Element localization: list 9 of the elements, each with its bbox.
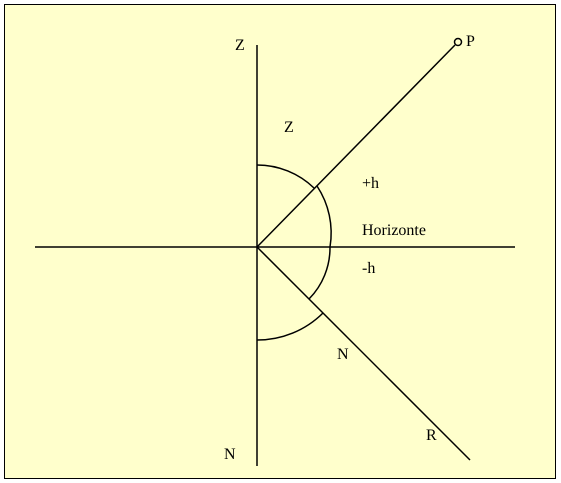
angle-label: N [337,347,349,363]
angle-label: -h [362,261,376,277]
angle-label: +h [362,176,380,192]
horizon-label: Horizonte [362,223,426,239]
axis-label: N [224,447,236,463]
axis-label: Z [235,38,245,54]
angle-label: Z [284,120,294,136]
point-label: R [426,428,437,444]
point-label: P [466,34,475,50]
